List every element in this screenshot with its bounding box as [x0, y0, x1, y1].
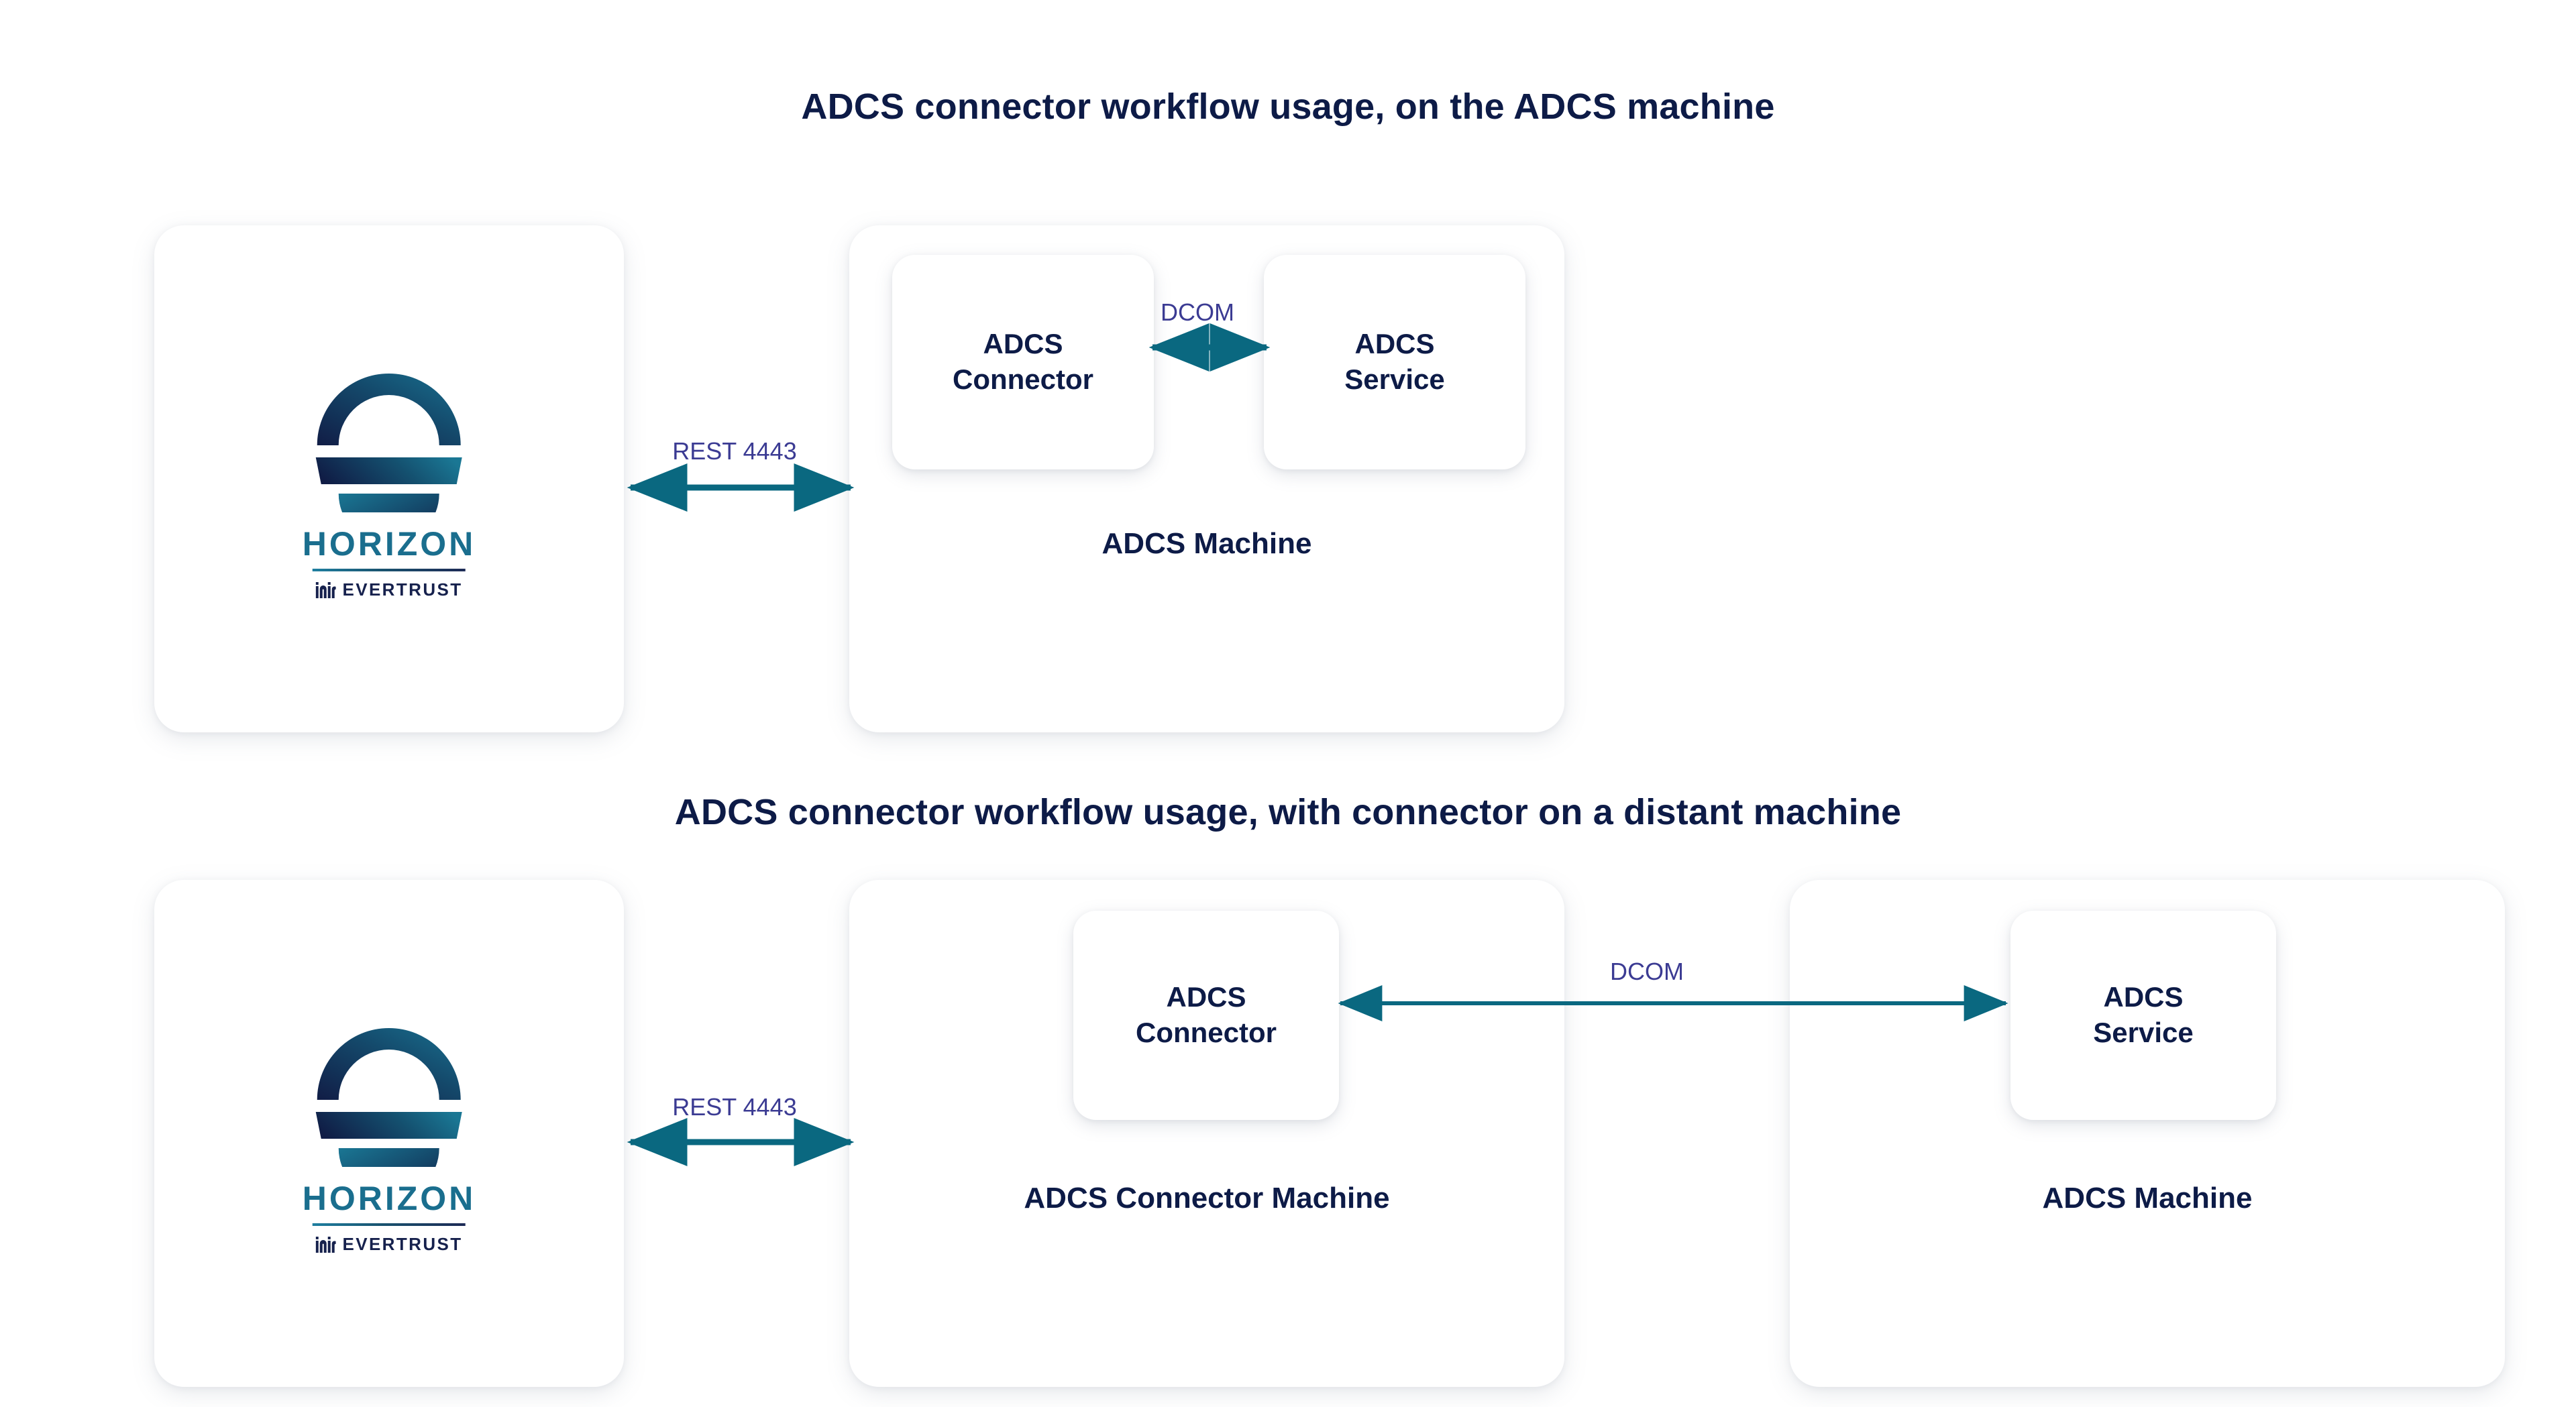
d1-rest-label: REST 4443	[672, 437, 797, 465]
d2-horizon-logo: HORIZON EVERTRUST	[303, 1014, 476, 1253]
evertrust-monogram-icon	[315, 582, 336, 598]
d2-adcs-service-card[interactable]: ADCS Service	[2010, 911, 2276, 1120]
evertrust-lockup: EVERTRUST	[315, 1235, 462, 1253]
diagram-2-title: ADCS connector workflow usage, with conn…	[674, 792, 1902, 832]
d2-adcs-connector-label: ADCS Connector	[1136, 981, 1277, 1048]
d1-adcs-connector-card[interactable]: ADCS Connector	[892, 255, 1154, 469]
d1-adcs-machine-label: ADCS Machine	[1102, 527, 1312, 560]
horizon-sun-arc-mark	[315, 1028, 462, 1167]
d1-horizon-logo: HORIZON EVERTRUST	[303, 359, 476, 598]
d2-dcom-label: DCOM	[1610, 958, 1684, 985]
d1-dcom-label: DCOM	[1161, 298, 1234, 326]
d2-horizon-panel[interactable]: HORIZON EVERTRUST	[154, 880, 624, 1387]
evertrust-monogram-icon	[315, 1237, 336, 1253]
d1-adcs-service-label: ADCS Service	[1344, 328, 1445, 395]
d2-adcs-connector-machine-label: ADCS Connector Machine	[1024, 1182, 1390, 1215]
horizon-wordmark: HORIZON	[302, 1180, 476, 1217]
horizon-wordmark: HORIZON	[302, 525, 476, 563]
horizon-divider	[312, 1223, 466, 1226]
diagram-1-title: ADCS connector workflow usage, on the AD…	[801, 87, 1775, 127]
horizon-sun-arc-mark	[315, 374, 462, 512]
evertrust-subtitle: EVERTRUST	[342, 1234, 463, 1254]
d2-adcs-machine-label: ADCS Machine	[2042, 1182, 2253, 1215]
d2-adcs-service-label: ADCS Service	[2093, 981, 2194, 1048]
d1-adcs-connector-label: ADCS Connector	[953, 328, 1093, 395]
d2-rest-label: REST 4443	[672, 1093, 797, 1121]
d2-adcs-connector-card[interactable]: ADCS Connector	[1073, 911, 1339, 1120]
d1-adcs-service-card[interactable]: ADCS Service	[1264, 255, 1525, 469]
d1-horizon-panel[interactable]: HORIZON EVERTRUST	[154, 225, 624, 732]
d2-adcs-connector-machine-panel[interactable]: ADCS Connector Machine	[849, 880, 1564, 1387]
horizon-divider	[312, 569, 466, 571]
evertrust-subtitle: EVERTRUST	[342, 579, 463, 600]
evertrust-lockup: EVERTRUST	[315, 581, 462, 598]
